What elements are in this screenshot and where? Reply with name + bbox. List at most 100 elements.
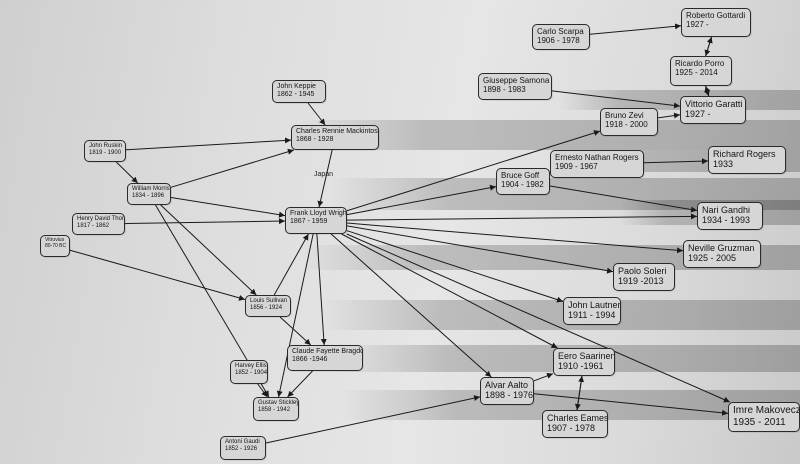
- node-name: Nari Gandhi: [702, 205, 751, 215]
- node-name: Bruno Zevi: [605, 111, 644, 120]
- node-thoreau: Henry David Thoreau1817 - 1862: [72, 213, 125, 235]
- arrow-wright-to-lautner: [346, 230, 564, 303]
- arrow-gaudi-to-aalto: [265, 395, 481, 444]
- node-years: 1834 - 1896: [132, 192, 165, 199]
- arrow-wright-to-saarinen: [341, 233, 558, 349]
- node-years: 1909 - 1967: [555, 162, 598, 172]
- arrow-morris-to-mackintosh: [170, 148, 294, 188]
- node-name: Henry David Thoreau: [77, 216, 124, 222]
- node-years: 1927 -: [686, 20, 709, 30]
- node-years: 1907 - 1978: [547, 423, 596, 434]
- node-name: Louis Sullivan: [250, 298, 288, 304]
- node-name: Alvar Aalto: [485, 380, 529, 390]
- arrow-eames-to-saarinen: [576, 375, 585, 411]
- node-name: Richard Rogers: [713, 149, 776, 159]
- node-name: Ernesto Nathan Rogers: [555, 153, 639, 162]
- node-years: 1925 - 2005: [688, 253, 737, 264]
- arrow-wright-to-aalto: [330, 233, 492, 378]
- arrow-bragdon-to-stickley: [287, 370, 313, 398]
- arrow-wright-to-gandhi: [346, 213, 698, 221]
- shadow-band: [300, 120, 800, 150]
- arrow-ellis-to-stickley: [257, 383, 268, 398]
- node-years: 1933: [713, 159, 734, 170]
- node-name: Eero Saarinen: [558, 351, 615, 361]
- node-years: 1852 - 1904: [235, 369, 268, 376]
- node-years: 1856 - 1924: [250, 304, 283, 311]
- node-years: 1817 - 1862: [77, 222, 110, 229]
- node-name: Vittorio Garatti: [685, 99, 743, 109]
- arrow-morris-to-wright: [170, 196, 286, 218]
- node-name: Giuseppe Samona: [483, 76, 550, 85]
- node-years: 1904 - 1982: [501, 180, 544, 190]
- arrow-goff-to-gandhi: [549, 185, 698, 213]
- node-name: William Morris: [132, 186, 170, 192]
- node-name: Charles Rennie Mackintosh: [296, 128, 379, 135]
- arrow-aalto-to-saarinen: [533, 372, 554, 382]
- arrow-zevi-to-garatti: [657, 112, 681, 119]
- node-years: 1862 - 1945: [277, 91, 315, 99]
- arrow-vitruvius-to-sullivan: [69, 249, 246, 301]
- arrow-morris-to-sullivan: [160, 204, 257, 296]
- arrow-sullivan-to-bragdon: [279, 316, 312, 346]
- node-years: 1852 - 1926: [225, 445, 258, 452]
- node-name: Gustav Stickley: [258, 400, 299, 406]
- node-name: Roberto Gottardi: [686, 11, 746, 20]
- node-years: 1919 -2013: [618, 276, 664, 287]
- arrow-keppie-to-mackintosh: [307, 102, 326, 126]
- node-name: Neville Gruzman: [688, 243, 755, 253]
- arrow-wright-to-zevi: [346, 130, 601, 212]
- node-years: 80-70 BC: [45, 242, 67, 249]
- node-name: Frank Lloyd Wright: [290, 210, 347, 217]
- node-name: Charles Eames: [547, 413, 608, 423]
- node-name: Imre Makovecz: [733, 405, 800, 416]
- arrow-wright-to-bragdon: [316, 233, 327, 346]
- arrow-sullivan-to-wright: [273, 233, 309, 296]
- node-years: 1898 - 1976: [485, 390, 534, 401]
- arrow-garatti-to-porro: [704, 85, 711, 97]
- node-years: 1911 - 1994: [568, 310, 616, 321]
- node-name: Carlo Scarpa: [537, 27, 584, 36]
- node-years: 1927 -: [685, 109, 711, 120]
- lineage-arrows: [69, 23, 731, 444]
- node-name: Harvey Ellis: [235, 363, 267, 369]
- node-years: 1866 -1946: [292, 356, 328, 364]
- arrow-aalto-to-makovecz: [533, 393, 729, 416]
- node-years: 1867 - 1959: [290, 218, 328, 226]
- arrow-thoreau-to-wright: [124, 218, 286, 225]
- node-name: Ricardo Porro: [675, 59, 725, 68]
- arrow-wright-to-makovecz: [346, 233, 731, 403]
- arrow-samona-to-garatti: [551, 90, 681, 109]
- arrow-wright-to-goff: [346, 184, 497, 216]
- node-name: Paolo Soleri: [618, 266, 667, 276]
- node-years: 1925 - 2014: [675, 68, 718, 78]
- arrow-wright-to-stickley: [276, 233, 314, 398]
- japan-label: Japan: [314, 171, 334, 178]
- arrow-ruskin-to-mackintosh: [125, 137, 292, 151]
- node-name: John Ruskin: [89, 143, 123, 149]
- node-name: Bruce Goff: [501, 171, 540, 180]
- node-years: 1819 - 1900: [89, 149, 122, 156]
- node-name: John Keppie: [277, 83, 316, 90]
- arrow-ruskin-to-morris: [115, 161, 139, 184]
